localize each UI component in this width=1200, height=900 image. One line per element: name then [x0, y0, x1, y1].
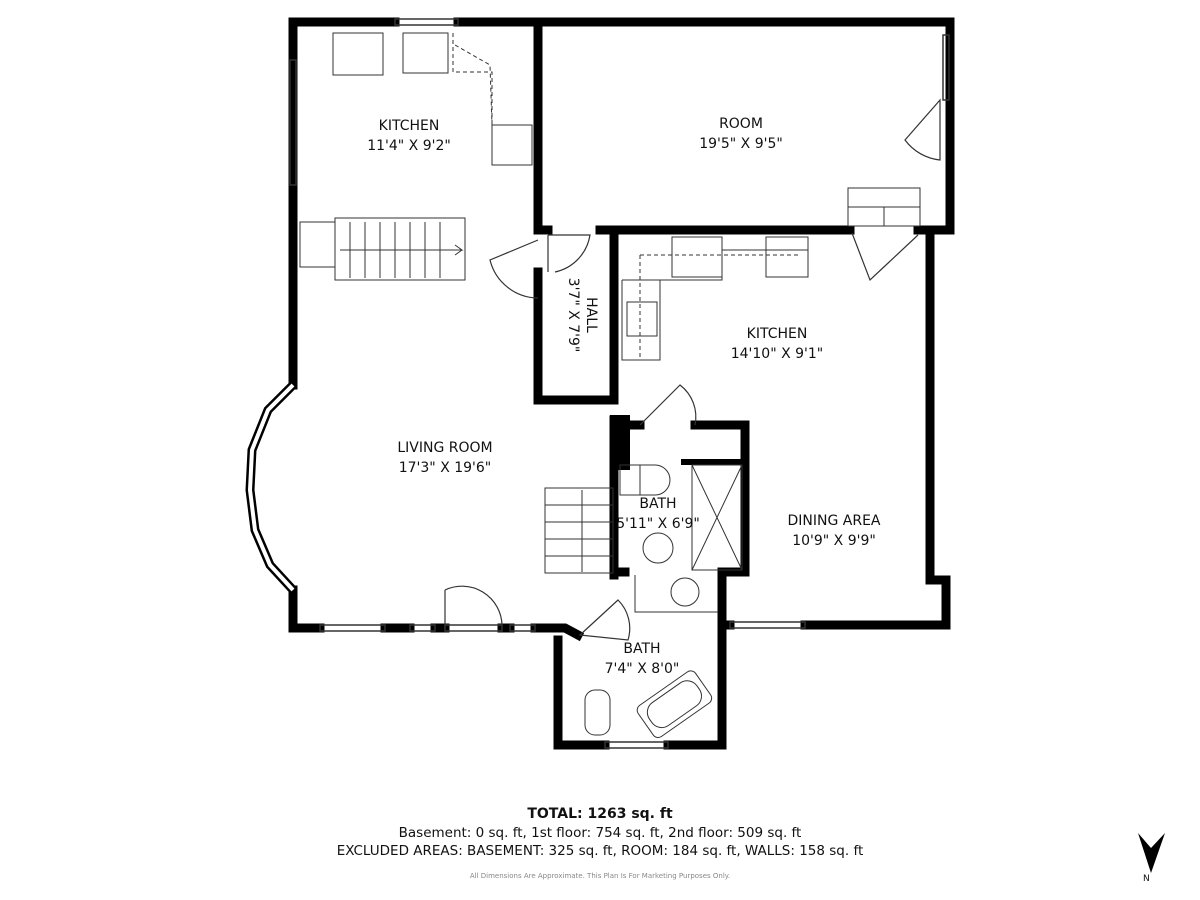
fixtures [299, 32, 921, 738]
room-labels: KITCHEN 11'4" X 9'2" ROOM 19'5" X 9'5" H… [367, 116, 881, 677]
sink-icon [626, 301, 658, 337]
room-name: KITCHEN [747, 326, 808, 342]
stove-icon [671, 236, 723, 278]
room-dims: 11'4" X 9'2" [367, 138, 451, 154]
sink-icon [670, 577, 700, 607]
room-name: BATH [623, 641, 660, 657]
room-dims: 19'5" X 9'5" [699, 136, 783, 152]
windows [245, 18, 950, 749]
shower-icon [691, 464, 743, 571]
room-dims: 3'7" X 7'9" [565, 278, 581, 353]
room-name: KITCHEN [379, 118, 440, 134]
sink-icon [642, 532, 674, 564]
room-name: BATH [639, 496, 676, 512]
doors [444, 98, 941, 641]
north-arrow-icon [1138, 833, 1165, 873]
north-label: N [1143, 874, 1150, 884]
room-dims: 14'10" X 9'1" [731, 346, 824, 362]
stove-icon [332, 32, 384, 76]
toilet-icon [584, 689, 611, 736]
sink-icon [402, 32, 449, 74]
room-name: LIVING ROOM [397, 440, 492, 456]
room-name: ROOM [719, 116, 763, 132]
room-dims: 7'4" X 8'0" [605, 661, 680, 677]
total-area: TOTAL: 1263 sq. ft [527, 806, 673, 822]
bathtub-icon [636, 670, 713, 738]
room-name: DINING AREA [787, 513, 880, 529]
bay-window [245, 381, 297, 594]
disclaimer: All Dimensions Are Approximate. This Pla… [469, 872, 731, 880]
stairs-icon [334, 217, 466, 281]
room-dims: 5'11" X 6'9" [616, 516, 700, 532]
room-name: HALL [583, 297, 599, 333]
walls [288, 17, 955, 750]
room-dims: 10'9" X 9'9" [792, 533, 876, 549]
room-dims: 17'3" X 19'6" [399, 460, 492, 476]
toilet-icon [619, 464, 641, 496]
excluded-areas: EXCLUDED AREAS: BASEMENT: 325 sq. ft, RO… [336, 843, 864, 859]
floor-areas: Basement: 0 sq. ft, 1st floor: 754 sq. f… [398, 825, 802, 841]
